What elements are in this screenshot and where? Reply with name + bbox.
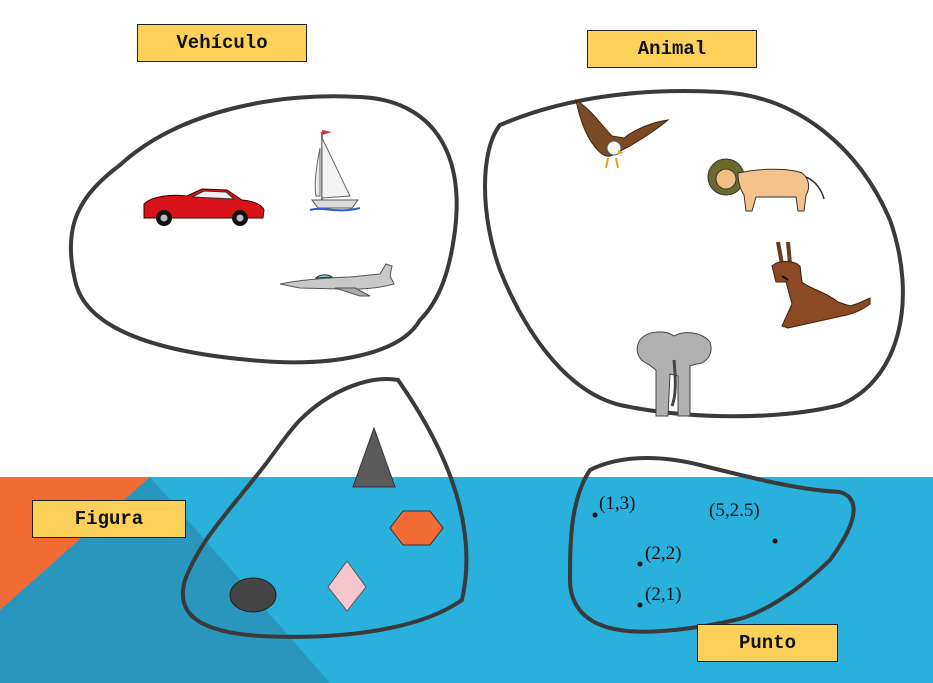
elephant-icon bbox=[636, 331, 712, 417]
car-icon bbox=[143, 188, 265, 226]
animal-set-outline bbox=[483, 88, 905, 419]
figura-set-outline bbox=[180, 377, 469, 639]
jet-icon bbox=[279, 263, 395, 297]
donkey-icon bbox=[771, 241, 871, 329]
point-label: (2,1) bbox=[645, 584, 682, 605]
ellipse-shape bbox=[229, 577, 277, 613]
point-label: (2,2) bbox=[645, 543, 682, 564]
point-dot bbox=[637, 602, 643, 608]
lion-icon bbox=[707, 158, 825, 212]
label-animal: Animal bbox=[587, 30, 757, 68]
vehiculo-set-outline bbox=[68, 94, 459, 365]
point-dot bbox=[772, 538, 778, 544]
point-label: (5,2.5) bbox=[709, 500, 760, 521]
point-label: (1,3) bbox=[599, 493, 636, 514]
label-figura: Figura bbox=[32, 500, 186, 538]
dark-blue-wedge bbox=[0, 477, 330, 683]
eagle-icon bbox=[575, 98, 670, 169]
sailboat-icon bbox=[309, 130, 361, 212]
label-vehiculo: Vehículo bbox=[137, 24, 307, 62]
point-dot bbox=[637, 561, 643, 567]
triangle-shape bbox=[352, 426, 396, 488]
punto-set-outline bbox=[567, 456, 856, 634]
diamond-shape bbox=[327, 560, 367, 612]
label-punto: Punto bbox=[697, 624, 838, 662]
hexagon-shape bbox=[389, 510, 444, 546]
point-dot bbox=[592, 512, 598, 518]
